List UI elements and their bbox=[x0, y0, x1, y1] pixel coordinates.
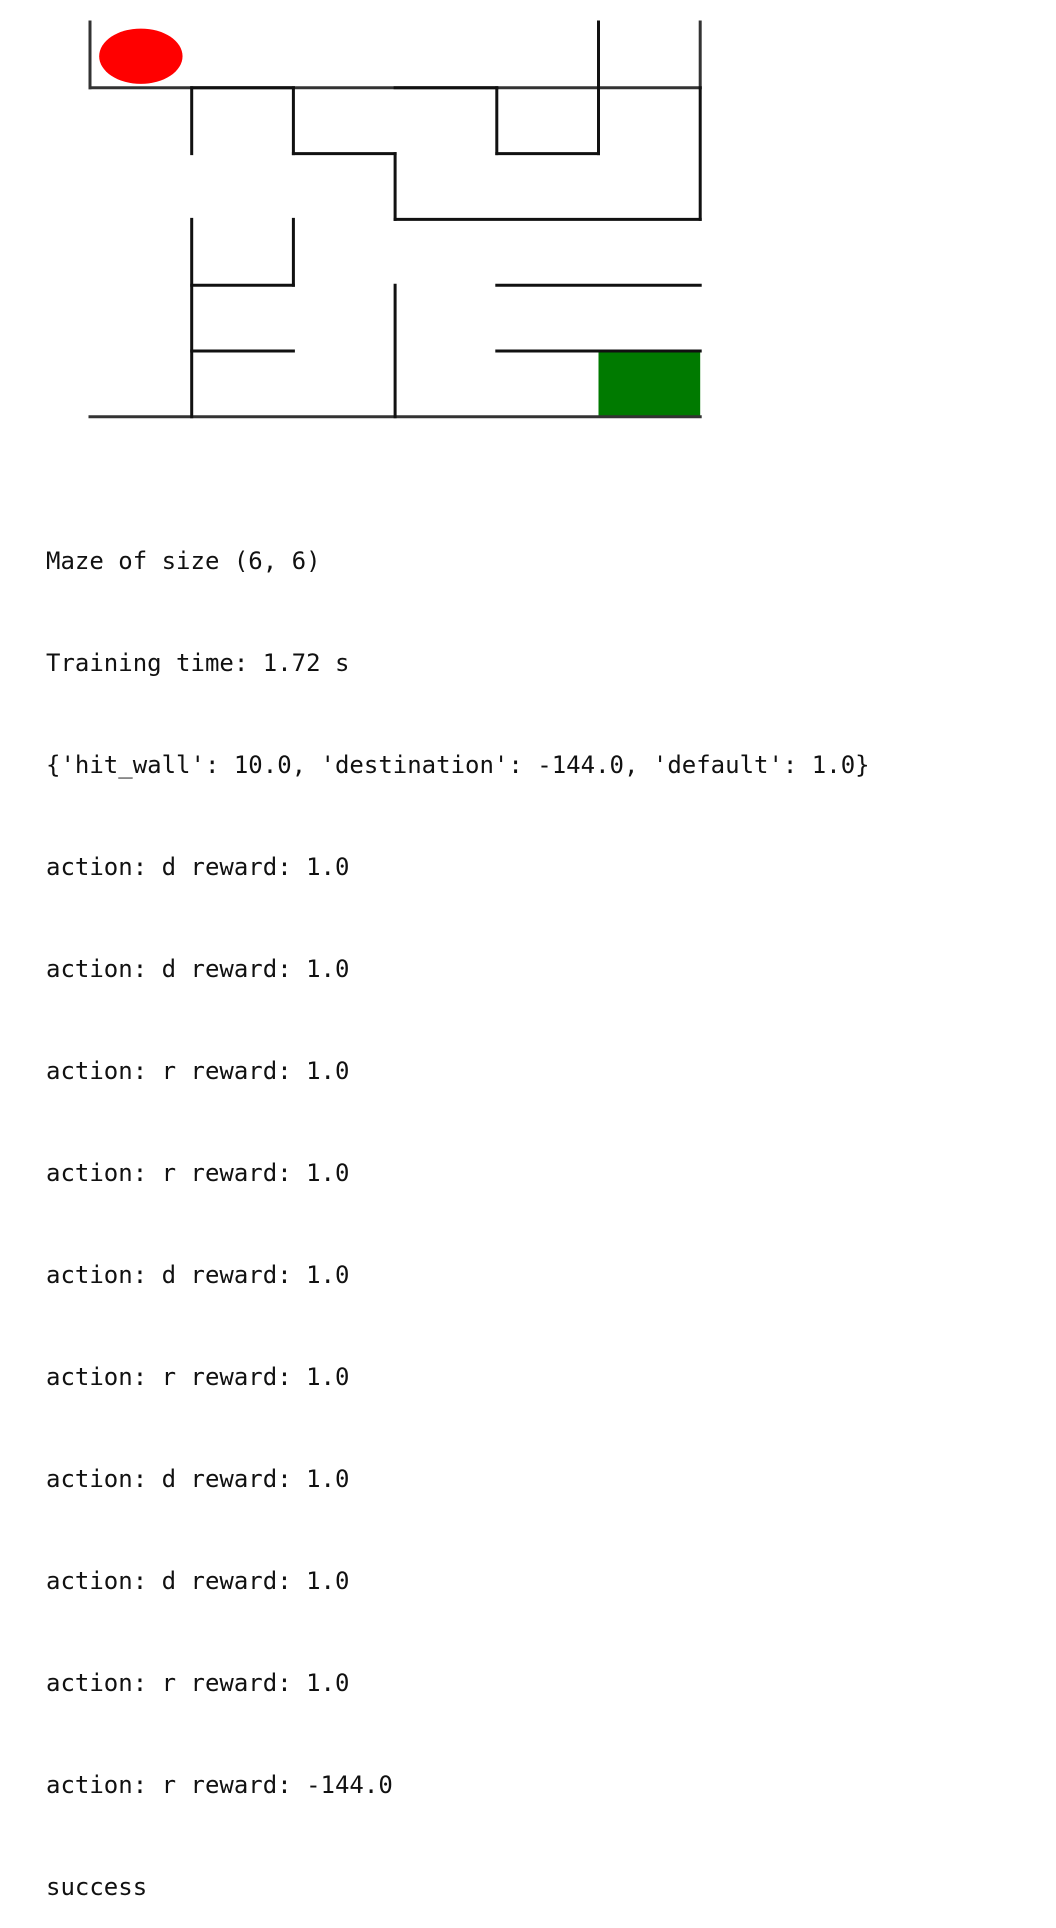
goal-cell bbox=[598, 351, 701, 417]
output-line-action: action: d reward: 1.0 bbox=[46, 955, 350, 983]
output-line-action: action: r reward: 1.0 bbox=[46, 1057, 350, 1085]
agent-marker bbox=[99, 28, 183, 84]
maze-walls-layer bbox=[88, 20, 702, 419]
maze-goal-layer bbox=[598, 351, 701, 417]
output-line-action: action: r reward: -144.0 bbox=[46, 1771, 393, 1799]
maze-agent-layer bbox=[99, 28, 183, 84]
maze-canvas bbox=[88, 20, 702, 419]
console-output: Maze of size (6, 6) Training time: 1.72 … bbox=[46, 476, 870, 1928]
output-line-reward-config: {'hit_wall': 10.0, 'destination': -144.0… bbox=[46, 751, 870, 779]
output-line-training-time: Training time: 1.72 s bbox=[46, 649, 350, 677]
output-line-maze-size: Maze of size (6, 6) bbox=[46, 547, 321, 575]
output-line-action: action: r reward: 1.0 bbox=[46, 1159, 350, 1187]
output-line-action: action: d reward: 1.0 bbox=[46, 1567, 350, 1595]
output-line-action: action: d reward: 1.0 bbox=[46, 853, 350, 881]
output-line-action: action: r reward: 1.0 bbox=[46, 1363, 350, 1391]
output-line-action: action: d reward: 1.0 bbox=[46, 1465, 350, 1493]
output-line-action: action: d reward: 1.0 bbox=[46, 1261, 350, 1289]
output-line-action: action: r reward: 1.0 bbox=[46, 1669, 350, 1697]
output-line-success: success bbox=[46, 1873, 148, 1901]
